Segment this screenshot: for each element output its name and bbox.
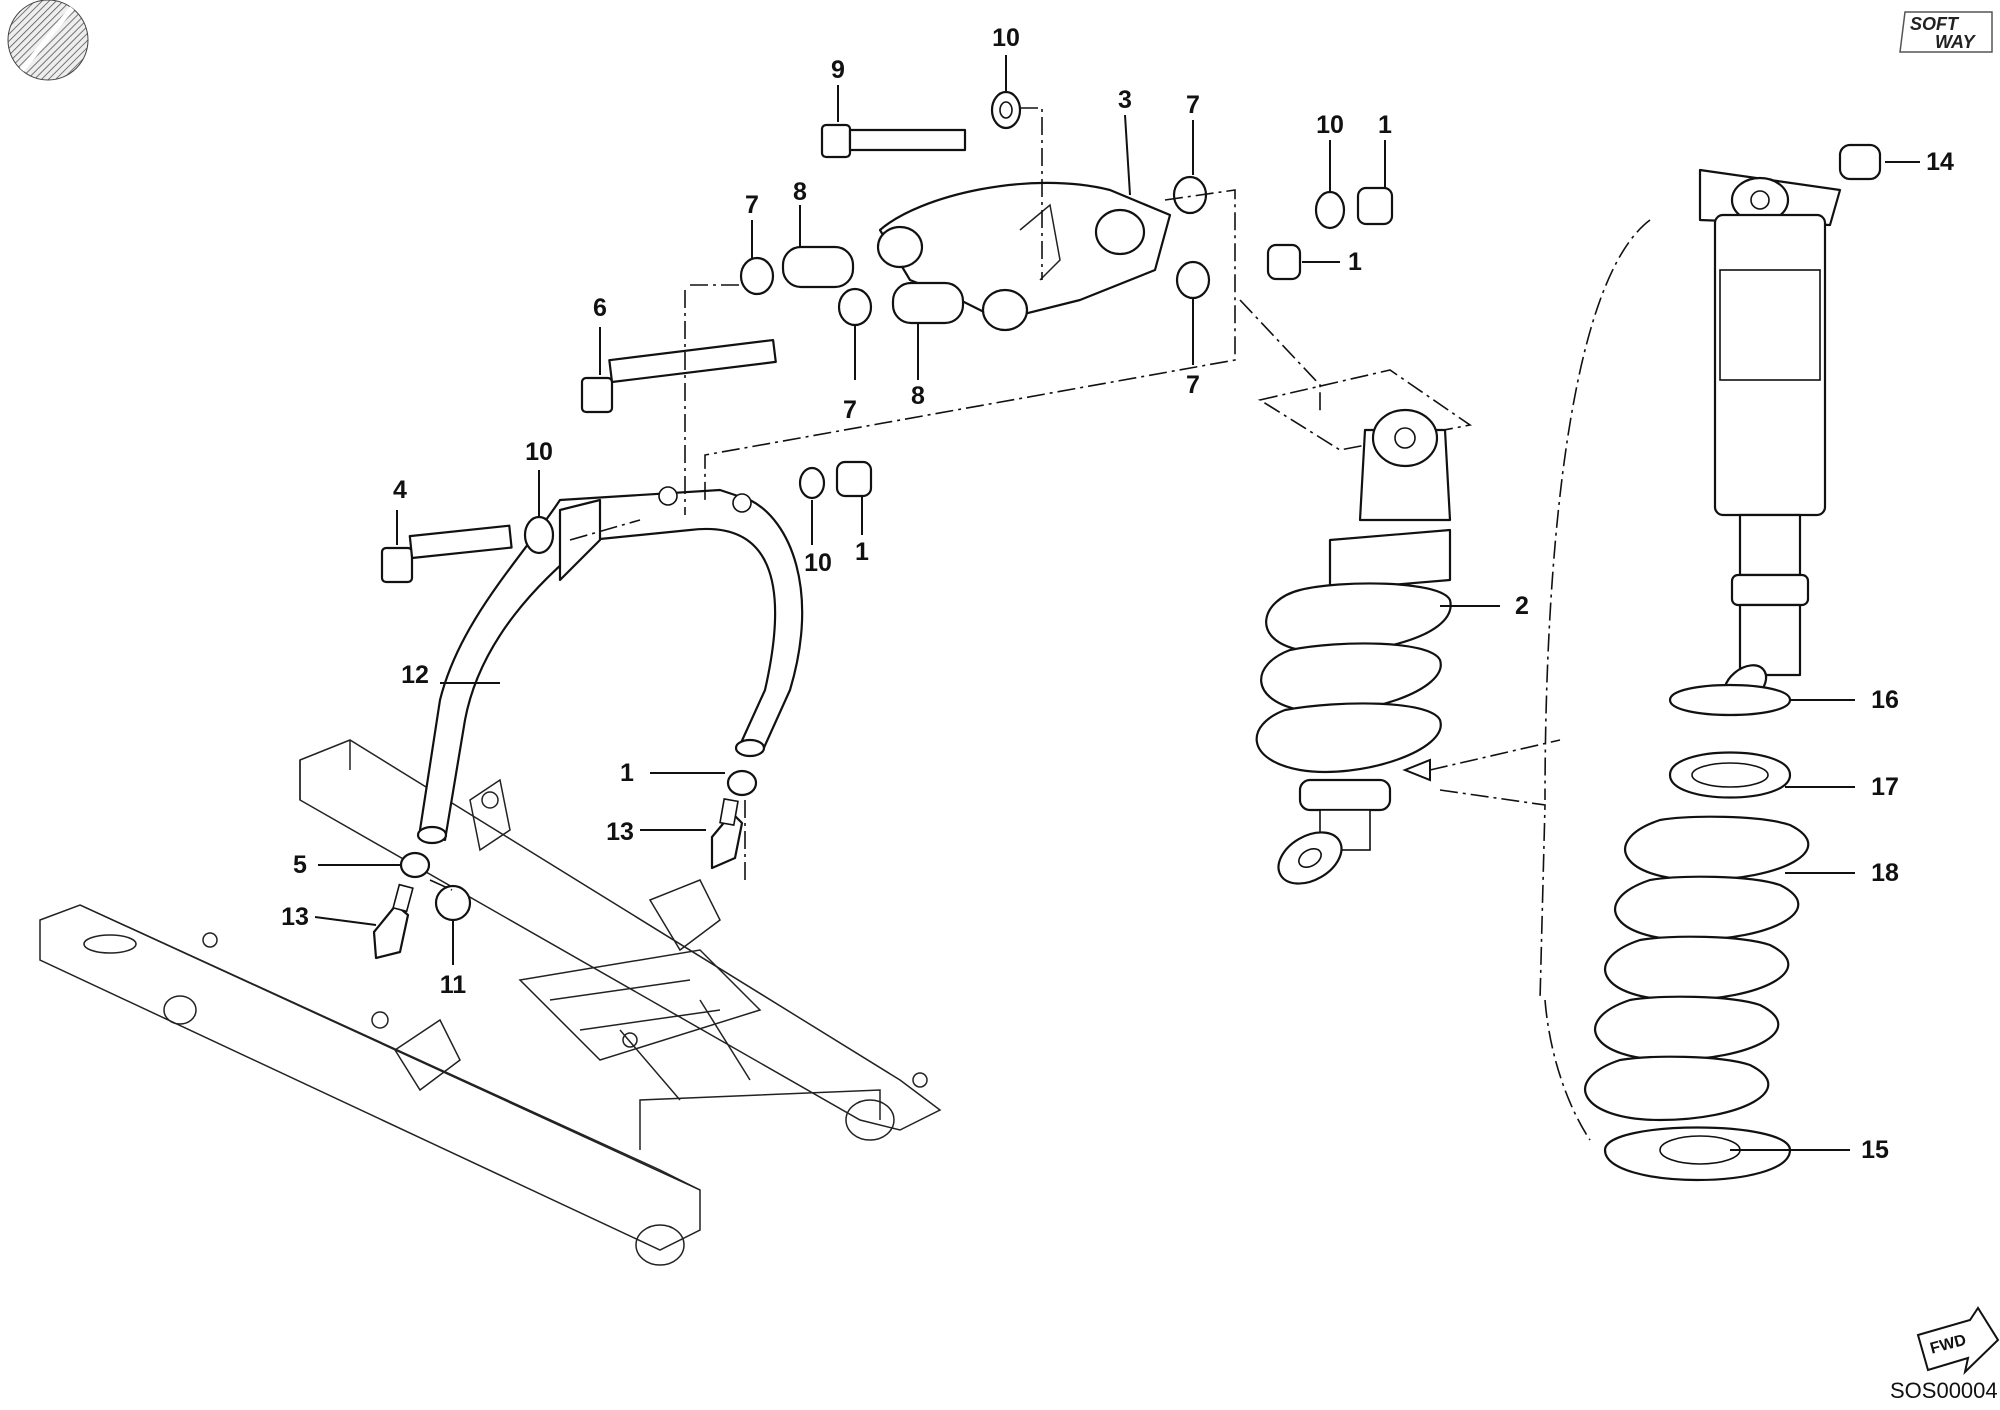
callout-12: 12 xyxy=(401,661,429,689)
callout-15: 15 xyxy=(1861,1136,1889,1164)
forward-direction-arrow-icon: FWD xyxy=(1916,1306,2000,1376)
corner-emblem xyxy=(7,0,89,81)
callout-16: 16 xyxy=(1871,686,1899,714)
callout-3: 3 xyxy=(1118,86,1132,114)
callout-7: 7 xyxy=(745,191,759,219)
callout-6: 6 xyxy=(593,294,607,322)
bolt-4 xyxy=(380,524,513,584)
small-hardware xyxy=(372,90,1882,960)
callout-10: 10 xyxy=(525,438,553,466)
assembly-lines xyxy=(429,107,1651,1141)
callout-9: 9 xyxy=(831,56,845,84)
callout-13: 13 xyxy=(281,903,309,931)
callout-17: 17 xyxy=(1871,773,1899,801)
tie-rod xyxy=(416,486,804,845)
callout-13: 13 xyxy=(606,818,634,846)
callout-7: 7 xyxy=(1186,371,1200,399)
bolt-6 xyxy=(580,338,777,414)
callout-5: 5 xyxy=(293,851,307,879)
callout-10: 10 xyxy=(992,24,1020,52)
callout-4: 4 xyxy=(393,476,407,504)
shock-absorber-assembled xyxy=(1255,408,1452,885)
logo-line-1: SOFT xyxy=(1910,14,1960,34)
leader-lines xyxy=(314,55,1920,1151)
callout-10: 10 xyxy=(804,549,832,577)
callout-14: 14 xyxy=(1926,148,1954,176)
callout-7: 7 xyxy=(1186,91,1200,119)
callout-2: 2 xyxy=(1515,592,1529,620)
callout-11: 11 xyxy=(440,971,467,999)
callout-10: 10 xyxy=(1316,111,1344,139)
callout-1: 1 xyxy=(620,759,634,787)
drawing-code: SOS00004 xyxy=(1890,1378,1998,1403)
callout-1: 1 xyxy=(1378,111,1392,139)
callout-labels: 9 10 3 7 10 1 14 7 8 1 6 7 8 7 10 4 10 1… xyxy=(281,24,1954,1164)
callout-8: 8 xyxy=(911,382,925,410)
bolt-9 xyxy=(820,123,967,159)
callout-1: 1 xyxy=(1348,248,1362,276)
softway-logo: SOFT WAY xyxy=(1899,11,1993,53)
callout-18: 18 xyxy=(1871,859,1899,887)
callout-1: 1 xyxy=(855,538,869,566)
swingarm xyxy=(39,739,942,1266)
shock-absorber-exploded xyxy=(1584,168,1842,1181)
logo-line-2: WAY xyxy=(1935,32,1977,52)
callout-8: 8 xyxy=(793,178,807,206)
callout-7: 7 xyxy=(843,396,857,424)
